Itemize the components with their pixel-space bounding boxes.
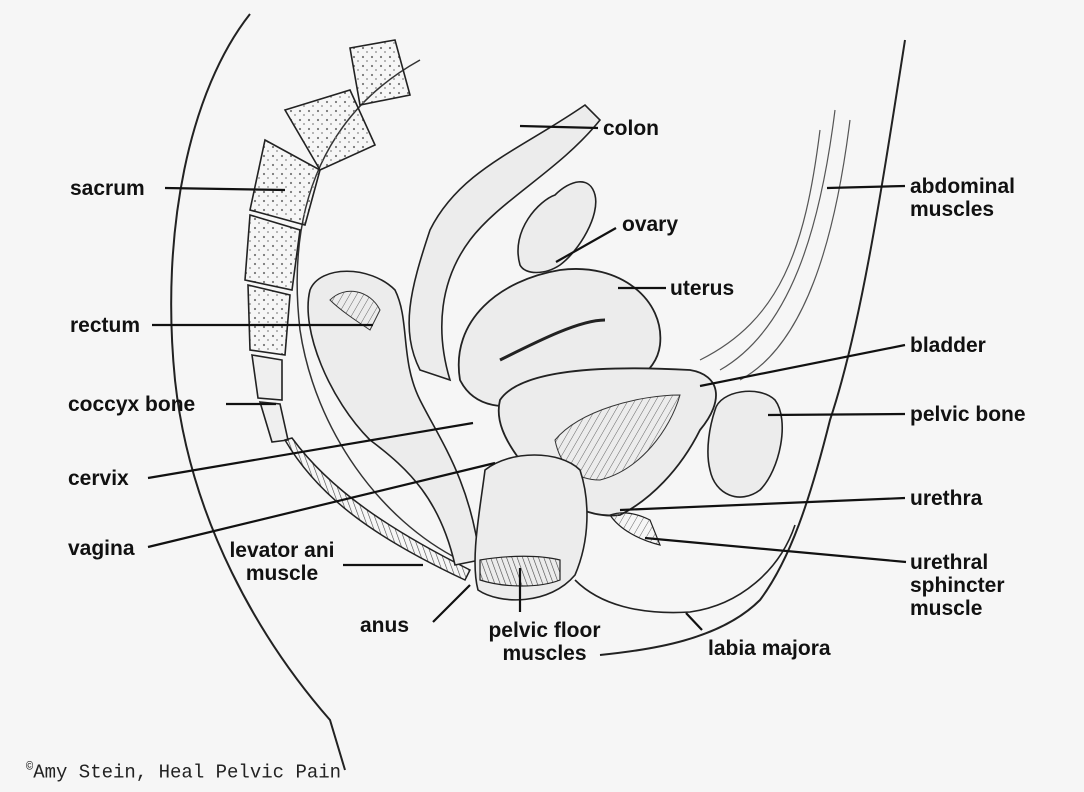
- urethra-shape: [610, 513, 660, 545]
- label-colon: colon: [603, 117, 659, 140]
- copyright-credit: ©Amy Stein, Heal Pelvic Pain: [26, 760, 341, 783]
- label-uterus: uterus: [670, 277, 734, 300]
- labia-majora-shape: [575, 525, 795, 613]
- rectum-shape: [308, 271, 480, 565]
- label-pelvic-bone: pelvic bone: [910, 403, 1026, 426]
- label-abdominal-muscles: abdominal muscles: [910, 175, 1030, 221]
- label-bladder: bladder: [910, 334, 986, 357]
- label-anus: anus: [360, 614, 409, 637]
- label-cervix: cervix: [68, 467, 129, 490]
- label-levator-ani-muscle: levator ani muscle: [222, 539, 342, 585]
- label-urethra: urethra: [910, 487, 982, 510]
- label-ovary: ovary: [622, 213, 678, 236]
- label-rectum: rectum: [70, 314, 140, 337]
- abdominal-wall: [700, 110, 850, 380]
- label-sacrum: sacrum: [70, 177, 145, 200]
- label-pelvic-floor-muscles: pelvic floor muscles: [472, 619, 617, 665]
- credit-text: Amy Stein, Heal Pelvic Pain: [33, 761, 341, 783]
- label-labia-majora: labia majora: [708, 637, 831, 660]
- ovary-shape: [518, 182, 596, 273]
- label-coccyx-bone: coccyx bone: [68, 393, 195, 416]
- pelvic-bone-shape: [708, 391, 782, 497]
- label-urethral-sphincter-muscle: urethral sphincter muscle: [910, 551, 1030, 620]
- label-vagina: vagina: [68, 537, 135, 560]
